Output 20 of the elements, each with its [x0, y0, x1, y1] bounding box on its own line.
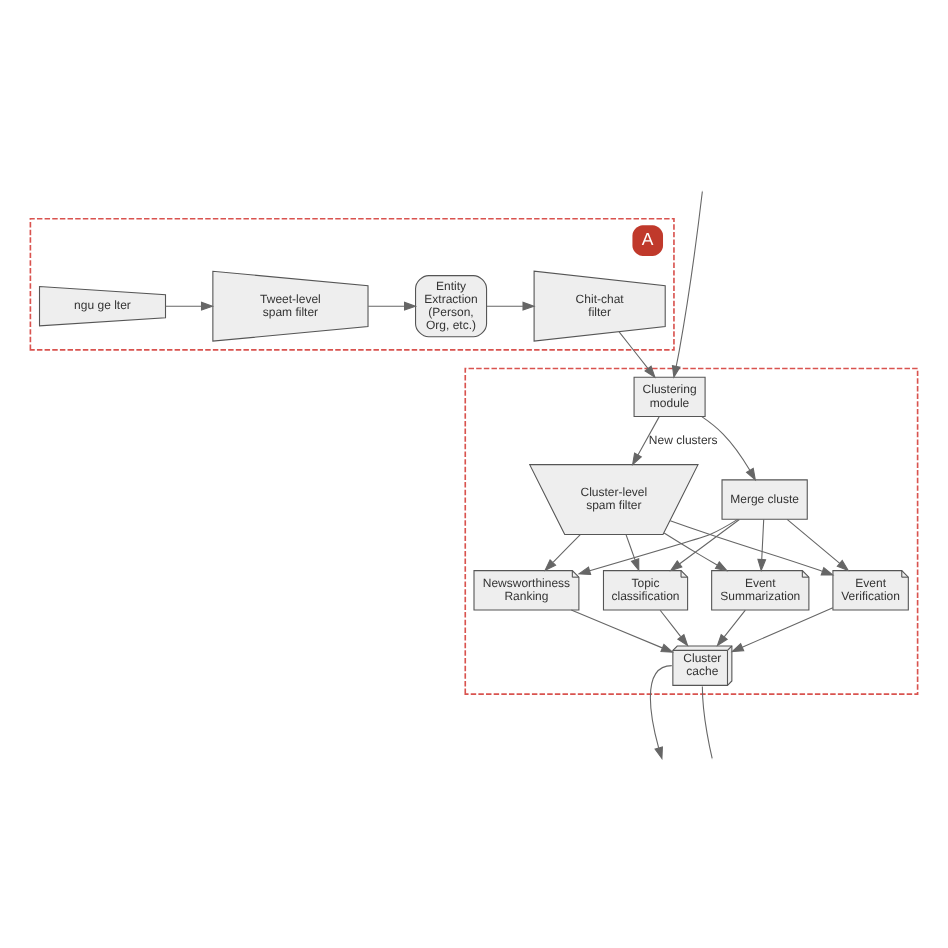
arrow — [659, 608, 689, 646]
arrow — [730, 606, 834, 652]
arrow — [570, 608, 675, 652]
arrow — [618, 330, 656, 378]
arrow — [625, 533, 640, 571]
arrow — [716, 608, 746, 646]
connector — [701, 684, 713, 758]
arrow — [649, 664, 673, 760]
arrow — [631, 415, 660, 466]
arrow — [669, 517, 740, 571]
arrow — [701, 415, 757, 481]
arrow — [671, 190, 703, 378]
arrow — [367, 300, 418, 310]
arrow — [577, 517, 739, 575]
arrow — [757, 517, 767, 572]
arrow — [486, 300, 536, 310]
arrow — [165, 300, 215, 310]
arrow — [663, 531, 729, 571]
arrow — [543, 533, 581, 571]
arrow — [786, 517, 850, 571]
